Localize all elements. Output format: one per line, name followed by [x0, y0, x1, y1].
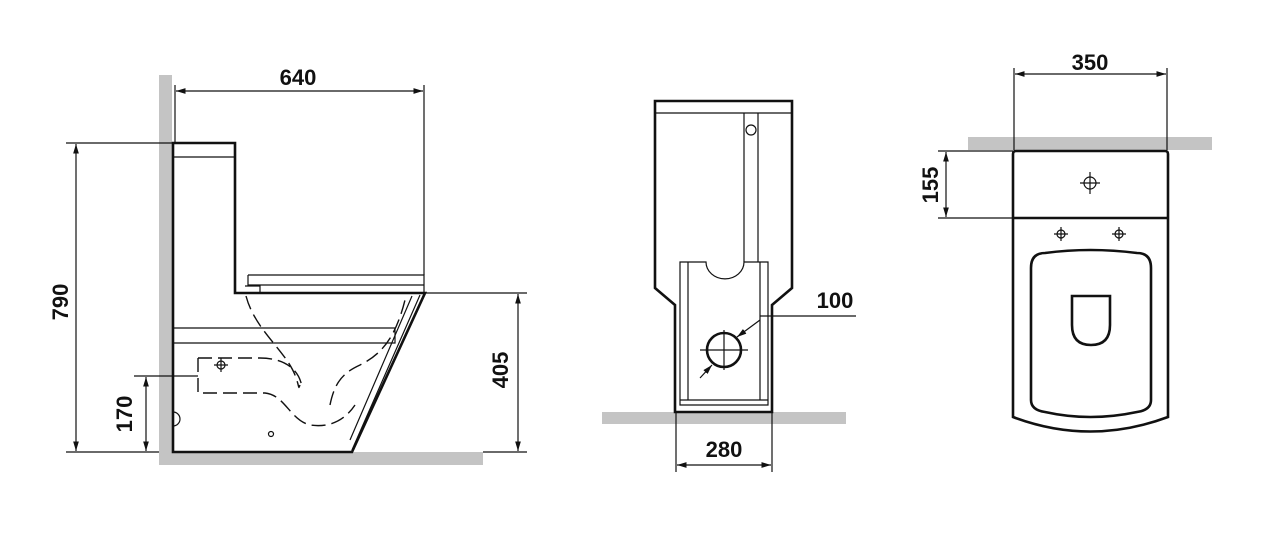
mount-crosshair-icon — [1054, 227, 1068, 241]
dimension-outlet-170: 170 — [112, 396, 137, 433]
dimension-width-640: 640 — [280, 65, 317, 90]
dimension-width-350: 350 — [1072, 50, 1109, 75]
toilet-body-outline — [171, 141, 428, 454]
dimension-outlet-diameter-100: 100 — [817, 288, 854, 313]
dimension-base-width-280: 280 — [706, 437, 743, 462]
front-view: 100 280 — [602, 99, 856, 472]
flush-button-crosshair-icon — [1080, 172, 1100, 194]
trapway-hidden-line — [245, 295, 406, 406]
inlet-crosshair-icon — [214, 358, 228, 372]
wall — [968, 137, 1212, 150]
toilet-top-outline — [1011, 149, 1170, 433]
side-view: 640 790 170 405 — [48, 65, 527, 465]
dimension-tank-depth-155: 155 — [918, 167, 943, 204]
seat-lid — [1029, 248, 1153, 419]
floor — [159, 452, 483, 465]
dimension-seat-height-405: 405 — [488, 352, 513, 389]
seat — [245, 274, 425, 293]
floor — [602, 412, 846, 424]
top-view: 350 155 — [918, 50, 1212, 433]
bowl-opening — [1070, 294, 1112, 347]
mount-crosshair-icon — [1112, 227, 1126, 241]
dimension-height-790: 790 — [48, 284, 73, 321]
wall — [159, 75, 172, 465]
outlet-circle — [699, 315, 856, 379]
